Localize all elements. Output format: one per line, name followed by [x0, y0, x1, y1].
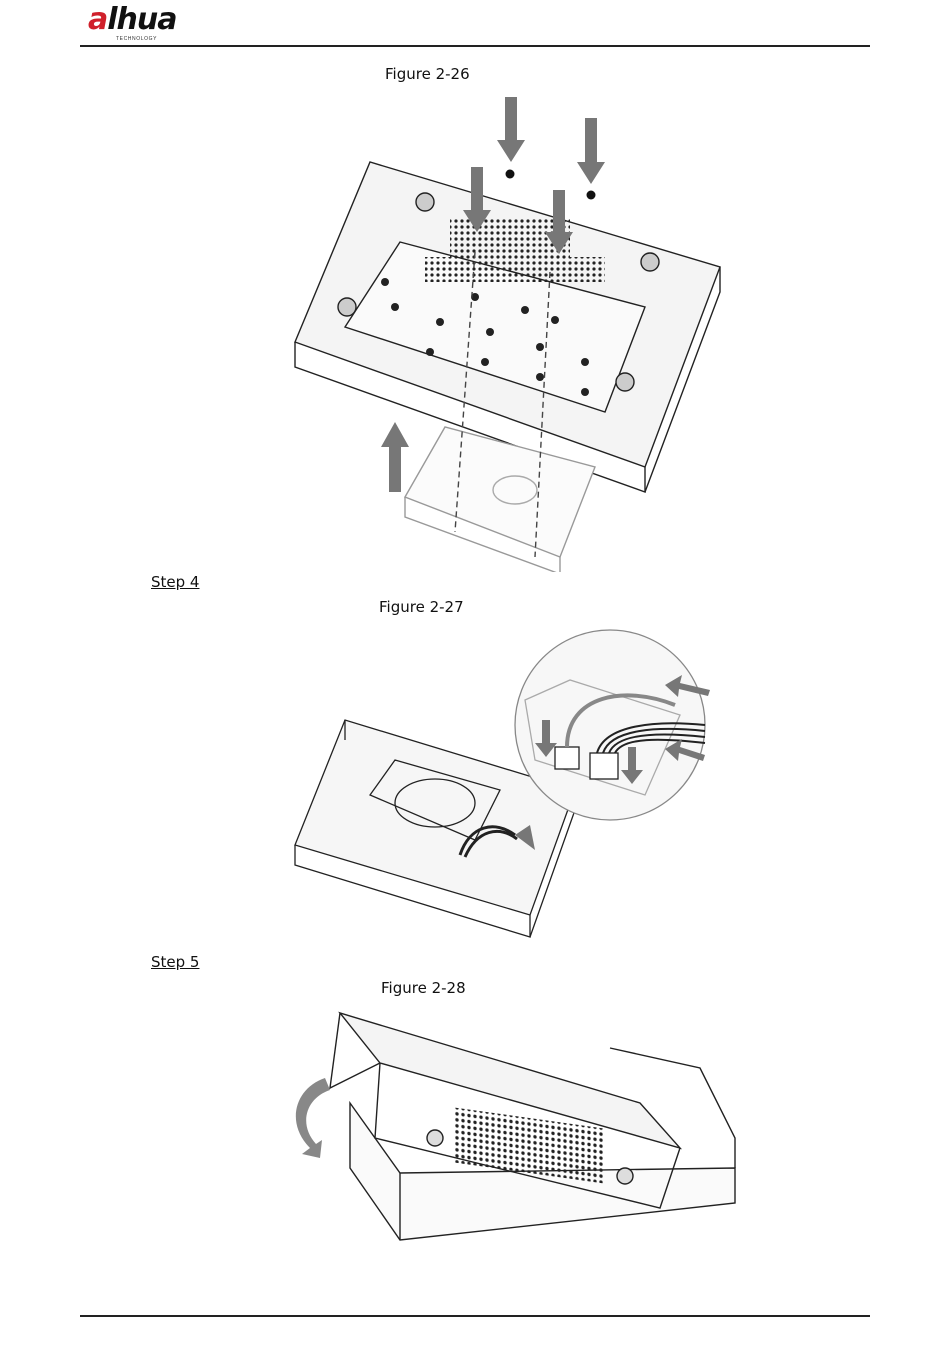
figure-2-26-illustration — [285, 92, 725, 572]
brand-logo: alhua TECHNOLOGY — [88, 4, 200, 44]
step-5-label: Step 5 — [151, 953, 199, 971]
figure-2-28-illustration — [280, 1008, 740, 1248]
footer-rule — [80, 1315, 870, 1317]
step-4-label: Step 4 — [151, 573, 199, 591]
figure-caption-2-27: Figure 2-27 — [379, 598, 464, 616]
header-rule — [80, 45, 870, 47]
logo-text: alhua — [88, 2, 177, 37]
logo-subtext: TECHNOLOGY — [116, 36, 157, 42]
figure-caption-2-26: Figure 2-26 — [385, 65, 470, 83]
figure-2-27-illustration — [285, 625, 735, 945]
page-header: alhua TECHNOLOGY — [0, 0, 950, 48]
figure-caption-2-28: Figure 2-28 — [381, 979, 466, 997]
